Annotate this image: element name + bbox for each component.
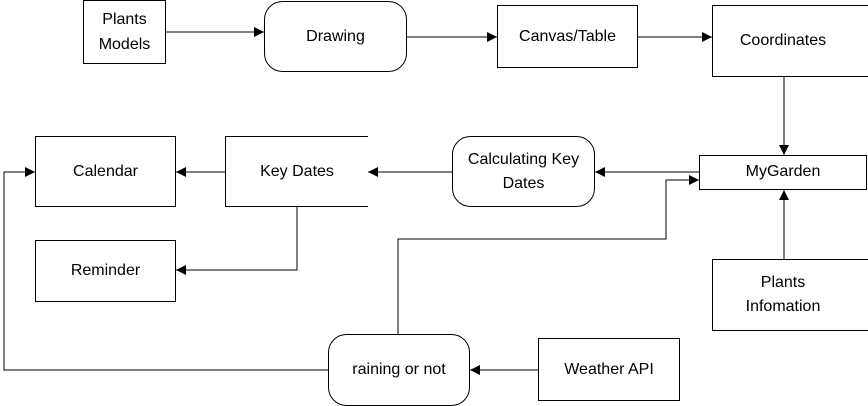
node-canvas-table: Canvas/Table [497,5,638,68]
node-plants-information-label-line1: Plants [761,274,805,291]
node-calculating-key-dates: Calculating Key Dates [452,136,595,207]
node-reminder-label: Reminder [71,262,141,279]
node-raining-or-not-label: raining or not [352,361,446,378]
node-calculating-key-dates-label-line2: Dates [503,175,545,192]
node-coordinates: Coordinates [712,5,868,77]
node-key-dates: Key Dates [225,136,368,207]
node-drawing-label: Drawing [306,28,365,45]
node-calendar: Calendar [35,136,176,207]
edge-raining-or-not-to-calendar [3,167,328,371]
node-mygarden-label: MyGarden [746,163,821,180]
node-canvas-table-label: Canvas/Table [519,28,616,45]
edge-raining-or-not-to-mygarden [397,175,699,334]
node-key-dates-label: Key Dates [260,163,334,180]
node-mygarden: MyGarden [699,155,867,190]
node-plants-models-label-line1: Plants [102,11,146,28]
node-weather-api: Weather API [538,338,680,401]
node-raining-or-not: raining or not [328,334,470,406]
node-drawing: Drawing [264,1,407,72]
node-reminder: Reminder [35,240,176,302]
node-plants-information: Plants Infomation [712,259,868,331]
edges [3,27,789,375]
node-coordinates-label: Coordinates [740,32,826,49]
node-weather-api-label: Weather API [564,361,654,378]
node-plants-models: Plants Models [83,0,166,64]
node-calculating-key-dates-label-line1: Calculating Key [468,151,579,168]
edge-key-dates-to-reminder [176,206,298,275]
node-plants-models-label-line2: Models [99,36,151,53]
node-plants-information-label-line2: Infomation [746,298,821,315]
node-calendar-label: Calendar [73,163,139,180]
